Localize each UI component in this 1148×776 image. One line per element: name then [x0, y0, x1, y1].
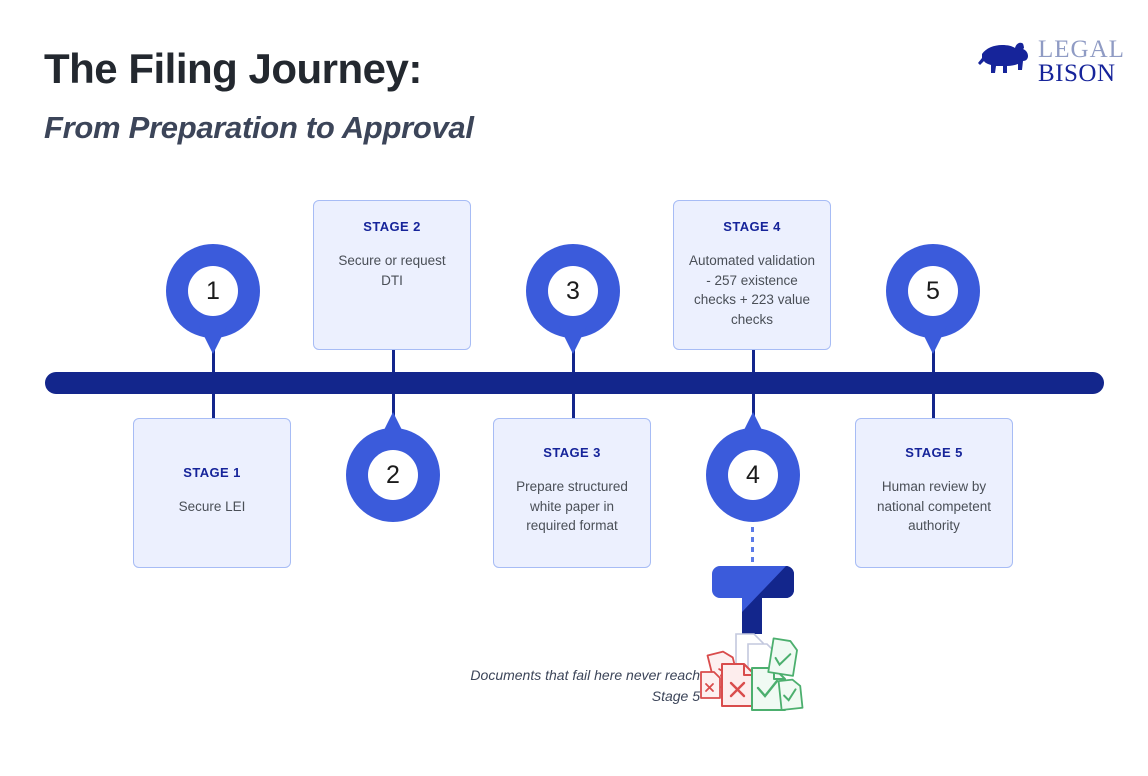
stage-card-2-body: Secure or request DTI: [338, 253, 446, 288]
stage-card-1-body: Secure LEI: [178, 499, 246, 514]
funnel-dashed-line: [751, 527, 754, 563]
stage-card-2[interactable]: STAGE 2 Secure or request DTI: [313, 200, 471, 350]
timeline-marker-4[interactable]: 4: [706, 410, 800, 522]
marker-number-1: 1: [206, 276, 220, 305]
timeline-marker-2[interactable]: 2: [346, 410, 440, 522]
connector-stage-1: [211, 350, 215, 422]
page-title: The Filing Journey:: [44, 45, 422, 92]
stage-card-1-title: STAGE 1: [183, 465, 241, 480]
stage-card-3-body: Prepare structured white paper in requir…: [516, 479, 628, 534]
marker-tail-5: [919, 326, 947, 354]
marker-number-3: 3: [566, 276, 580, 305]
marker-tail-3: [559, 326, 587, 354]
bison-icon: [978, 42, 1028, 73]
timeline-marker-5[interactable]: 5: [886, 244, 980, 356]
funnel-caption: Documents that fail here never reach Sta…: [470, 667, 700, 704]
brand-logo: LEGAL BISON: [978, 37, 1124, 90]
timeline-marker-1[interactable]: 1: [166, 244, 260, 356]
stage-card-3-title: STAGE 3: [543, 445, 601, 460]
marker-ring-1: [166, 244, 260, 338]
connector-stage-5: [931, 350, 935, 422]
logo-wordmark: LEGAL BISON: [1038, 36, 1125, 87]
stage-card-5-title: STAGE 5: [905, 445, 963, 460]
marker-ring-5: [886, 244, 980, 338]
stage-card-4-title: STAGE 4: [723, 219, 781, 234]
marker-number-4: 4: [746, 460, 760, 489]
connector-stage-3: [571, 350, 575, 422]
marker-number-5: 5: [926, 276, 940, 305]
logo-line-bison: BISON: [1038, 59, 1116, 87]
stage-card-5[interactable]: STAGE 5 Human review by national compete…: [855, 418, 1013, 568]
stage-card-5-body: Human review by national competent autho…: [876, 479, 992, 534]
marker-number-2: 2: [386, 460, 400, 489]
marker-tail-1: [199, 326, 227, 354]
logo-line-legal: LEGAL: [1038, 36, 1125, 63]
page-subtitle: From Preparation to Approval: [44, 110, 474, 145]
stage-card-3[interactable]: STAGE 3 Prepare structured white paper i…: [493, 418, 651, 568]
documents-pile-icon: [700, 630, 815, 720]
connector-stage-4: [751, 348, 755, 420]
funnel-icon: [712, 562, 794, 646]
stage-card-2-title: STAGE 2: [363, 219, 421, 234]
stage-card-4-body: Automated validation - 257 existence che…: [688, 253, 816, 327]
marker-ring-3: [526, 244, 620, 338]
marker-ring-4: [706, 428, 800, 522]
timeline-bar: [45, 372, 1104, 394]
stage-card-4[interactable]: STAGE 4 Automated validation - 257 exist…: [673, 200, 831, 350]
marker-ring-2: [346, 428, 440, 522]
connector-stage-2: [391, 348, 395, 420]
stage-card-1[interactable]: STAGE 1 Secure LEI: [133, 418, 291, 568]
timeline-marker-3[interactable]: 3: [526, 244, 620, 356]
